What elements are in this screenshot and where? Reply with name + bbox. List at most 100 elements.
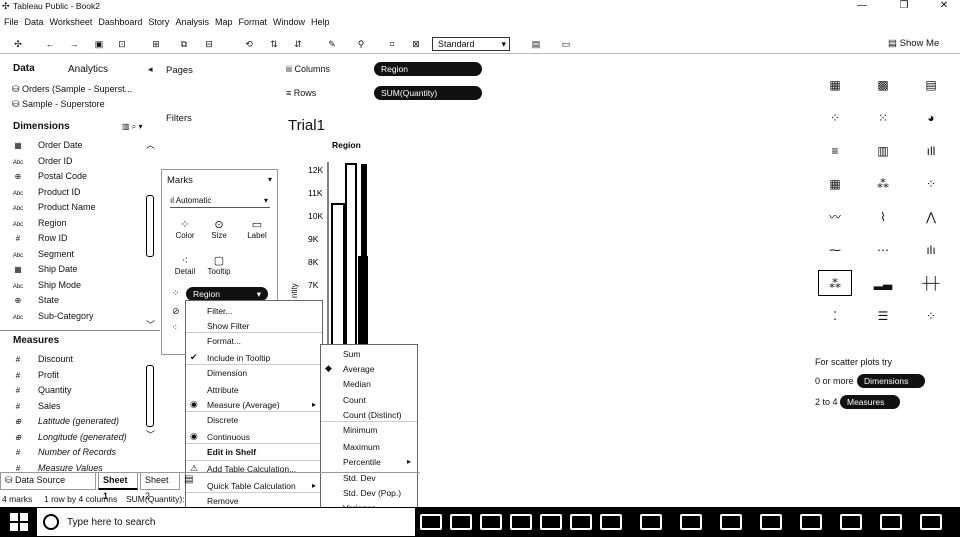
fit-dropdown[interactable]: Standard▾ (432, 37, 510, 51)
pin-icon[interactable]: ⚲ (357, 39, 365, 49)
dual-lines-icon[interactable]: ⋀ (926, 210, 936, 224)
scroll-up-icon[interactable]: ︿ (146, 140, 156, 150)
scatter-plot-icon[interactable]: ⁂ (818, 270, 852, 296)
measure-field[interactable]: #Discount (12, 352, 73, 366)
menu-dashboard[interactable]: Dashboard (98, 17, 143, 27)
new-data-source-icon[interactable]: ⊡ (118, 39, 126, 49)
presentation-icon[interactable]: ▭ (561, 39, 571, 49)
minimize-button[interactable]: — (857, 0, 867, 11)
highlight-icon[interactable]: ✎ (328, 39, 336, 49)
filled-map-icon[interactable]: ⁙ (877, 111, 889, 125)
data-source-tab[interactable]: ⛁ Data Source (0, 472, 96, 490)
area-discrete-icon[interactable]: ⋯ (877, 243, 889, 257)
sheet1-tab[interactable]: Sheet 1 (98, 472, 138, 501)
marks-label-button[interactable]: ▭Label (242, 218, 272, 240)
show-cards-icon[interactable]: ▤ (531, 39, 541, 49)
taskbar-app-icon[interactable] (920, 514, 942, 530)
measure-field[interactable]: #Quantity (12, 383, 72, 397)
symbol-map-icon[interactable]: ⁘ (829, 111, 841, 125)
aggregation-item[interactable]: Sum (343, 349, 361, 359)
find-field-icon[interactable]: ▥ ⌕ ▾ (122, 122, 143, 131)
dual-combination-icon[interactable]: ılı (926, 243, 936, 257)
analytics-tab[interactable]: Analytics (68, 64, 109, 75)
maximize-button[interactable]: ❐ (899, 0, 909, 11)
context-menu-item[interactable]: ◉Measure (Average)▸ (190, 399, 316, 410)
menu-window[interactable]: Window (272, 17, 305, 27)
data-tab[interactable]: Data (13, 63, 35, 74)
menu-help[interactable]: Help (311, 17, 330, 27)
box-and-whisker-icon[interactable]: ┼┼ (922, 276, 940, 290)
context-menu-item[interactable]: Remove (207, 496, 239, 506)
taskbar-app-icon[interactable] (720, 514, 742, 530)
aggregation-item[interactable]: Median (343, 379, 371, 390)
sort-ascending-icon[interactable]: ⇅ (270, 39, 278, 49)
marks-dropdown-icon[interactable]: ▾ (268, 175, 273, 184)
aggregation-item[interactable]: ◆Average (325, 363, 375, 375)
dimension-field[interactable]: ▦Ship Date (12, 262, 77, 276)
taskbar-search-box[interactable]: Type here to search (36, 507, 416, 537)
show-me-button[interactable]: ▤ Show Me (888, 38, 940, 49)
windows-start-icon[interactable] (9, 512, 29, 532)
side-by-side-circles-icon[interactable]: ⁘ (925, 177, 937, 191)
context-menu-item[interactable]: Attribute (207, 385, 239, 395)
menu-story[interactable]: Story (148, 17, 170, 27)
marks-pill-region[interactable]: Region▾ (186, 287, 268, 301)
aggregation-item[interactable]: Count (343, 394, 366, 405)
clear-sheet-icon[interactable]: ⊟ (205, 39, 213, 49)
taskbar-app-icon[interactable] (840, 514, 862, 530)
tableau-icon[interactable]: ✣ (14, 39, 22, 49)
continuous-lines-icon[interactable]: 〰 (828, 210, 841, 224)
save-icon[interactable]: ▣ (94, 39, 104, 49)
text-table-icon[interactable]: ▦ (829, 78, 841, 92)
taskbar-app-icon[interactable] (510, 514, 532, 530)
marks-detail-button[interactable]: ⁖Detail (170, 254, 200, 276)
fix-axes-icon[interactable]: ⊠ (412, 39, 420, 49)
aggregation-item[interactable]: Minimum (343, 425, 378, 435)
taskbar-app-icon[interactable] (640, 514, 662, 530)
taskbar-app-icon[interactable] (450, 514, 472, 530)
taskbar-app-icon[interactable] (760, 514, 782, 530)
dimension-field[interactable]: ⊕Postal Code (12, 169, 87, 183)
labels-icon[interactable]: ⌗ (389, 39, 395, 49)
columns-pill-region[interactable]: Region (374, 62, 482, 76)
gantt-chart-icon[interactable]: ⁚ (833, 309, 837, 323)
mark-type-dropdown[interactable]: ıl Automatic ▾ (170, 194, 270, 208)
context-menu-item[interactable]: Edit in Shelf (207, 447, 257, 457)
bullet-graph-icon[interactable]: ☰ (877, 309, 889, 323)
histogram-icon[interactable]: ▂▃ (873, 276, 893, 290)
context-menu-item[interactable]: Dimension (207, 368, 248, 378)
taskbar-app-icon[interactable] (600, 514, 622, 530)
context-menu-item[interactable]: Show Filter (207, 321, 250, 331)
menu-data[interactable]: Data (24, 17, 44, 27)
sheet2-tab[interactable]: Sheet 2 (140, 472, 180, 501)
marks-tooltip-button[interactable]: ▢Tooltip (204, 254, 234, 276)
taskbar-app-icon[interactable] (570, 514, 592, 530)
context-menu-item[interactable]: Filter... (207, 306, 233, 316)
taskbar-app-icon[interactable] (880, 514, 902, 530)
swap-icon[interactable]: ⟲ (245, 39, 253, 49)
circle-views-icon[interactable]: ⁂ (877, 177, 889, 191)
dimension-field[interactable]: ▦Order Date (12, 138, 82, 152)
close-button[interactable]: ✕ (939, 0, 949, 11)
measure-field[interactable]: #Number of Records (12, 445, 116, 459)
aggregation-item[interactable]: Std. Dev (Pop.) (343, 487, 402, 498)
measure-field[interactable]: ⊕Longitude (generated) (12, 430, 127, 444)
measure-field[interactable]: #Sales (12, 399, 61, 413)
scroll-down-icon[interactable]: ﹀ (146, 320, 156, 330)
menu-format[interactable]: Format (238, 17, 267, 27)
taskbar-app-icon[interactable] (480, 514, 502, 530)
context-menu-item[interactable]: ⚠Add Table Calculation... (190, 463, 297, 474)
menu-file[interactable]: File (4, 17, 19, 27)
marks-color-button[interactable]: ⁘Color (170, 218, 200, 240)
aggregation-item[interactable]: Maximum (343, 442, 380, 453)
redo-icon[interactable]: → (69, 39, 79, 49)
data-source-primary[interactable]: ⛁ Orders (Sample - Superst... (12, 84, 133, 94)
context-menu-item[interactable]: Quick Table Calculation▸ (207, 481, 316, 491)
duplicate-icon[interactable]: ⧉ (180, 39, 188, 49)
collapse-pane-icon[interactable]: ◂ (148, 64, 153, 74)
taskbar-app-icon[interactable] (680, 514, 702, 530)
